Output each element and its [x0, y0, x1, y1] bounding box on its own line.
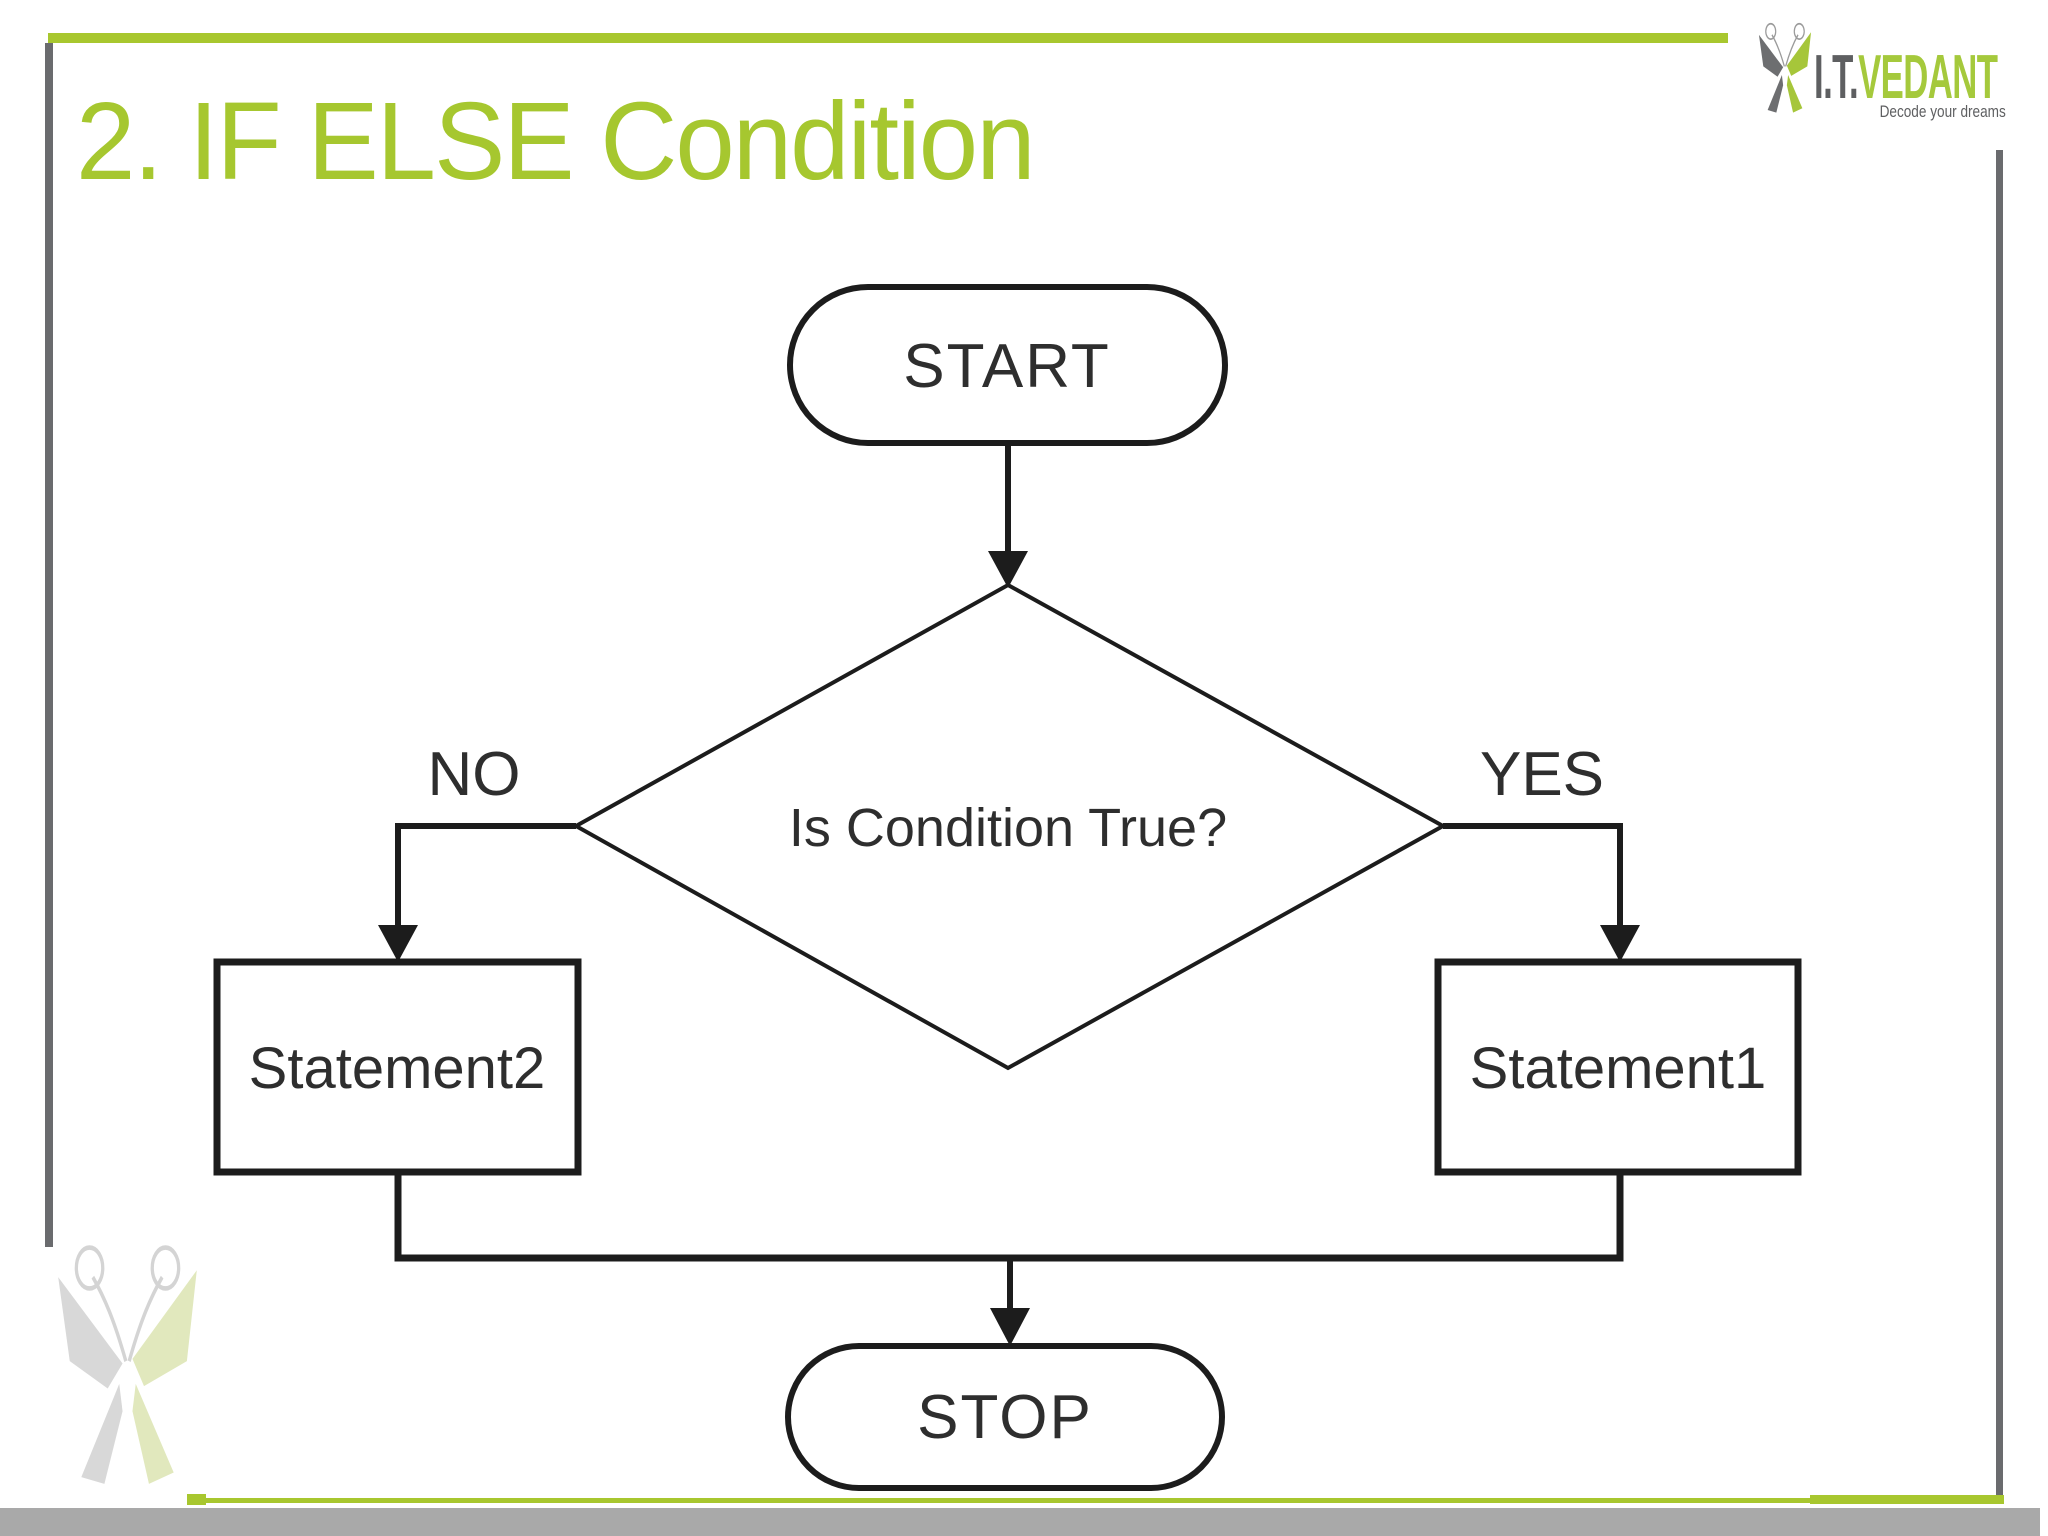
logo-wordmark: I.T.VEDANT: [1814, 42, 1998, 113]
butterfly-logo-icon: [1758, 22, 1812, 113]
left-gray-rule: [45, 43, 53, 1247]
arrowhead-start-to-decision: [988, 551, 1028, 588]
itvedant-logo: I.T.VEDANT Decode your dreams: [1750, 14, 2010, 129]
statement1-node: [1434, 958, 1802, 1176]
bottom-accent-line-nub: [187, 1494, 206, 1505]
decision-label: Is Condition True?: [789, 798, 1227, 858]
decision-node: [571, 582, 1448, 1071]
start-label: START: [903, 332, 1111, 401]
bottom-accent-line: [187, 1498, 2004, 1503]
statement2-label: Statement2: [249, 1036, 546, 1101]
butterfly-watermark-icon: [58, 1245, 197, 1484]
statement1-label: Statement1: [1470, 1036, 1767, 1101]
arrowhead-no-branch: [378, 925, 418, 962]
logo-prefix: I.T.: [1814, 43, 1859, 112]
slide-title: 2. IF ELSE Condition: [76, 80, 1036, 203]
logo-tagline: Decode your dreams: [1879, 102, 2006, 121]
statement2-node: [213, 958, 582, 1176]
arrowhead-merge-to-stop: [990, 1308, 1030, 1346]
stop-label: STOP: [917, 1383, 1093, 1452]
logo-name: VEDANT: [1858, 43, 1998, 112]
arrowhead-yes-branch: [1600, 925, 1640, 962]
connector-merge: [394, 1172, 1624, 1262]
connector-yes-branch: [1443, 823, 1623, 930]
right-gray-rule: [1996, 150, 2003, 1502]
no-branch-label: NO: [428, 740, 521, 809]
connector-no-branch: [395, 823, 576, 930]
yes-branch-label: YES: [1480, 740, 1604, 809]
top-accent-line: [48, 33, 1728, 43]
stop-node: [785, 1343, 1225, 1491]
bottom-accent-line-right: [1810, 1495, 2004, 1504]
footer-gray-bar: [0, 1508, 2040, 1536]
